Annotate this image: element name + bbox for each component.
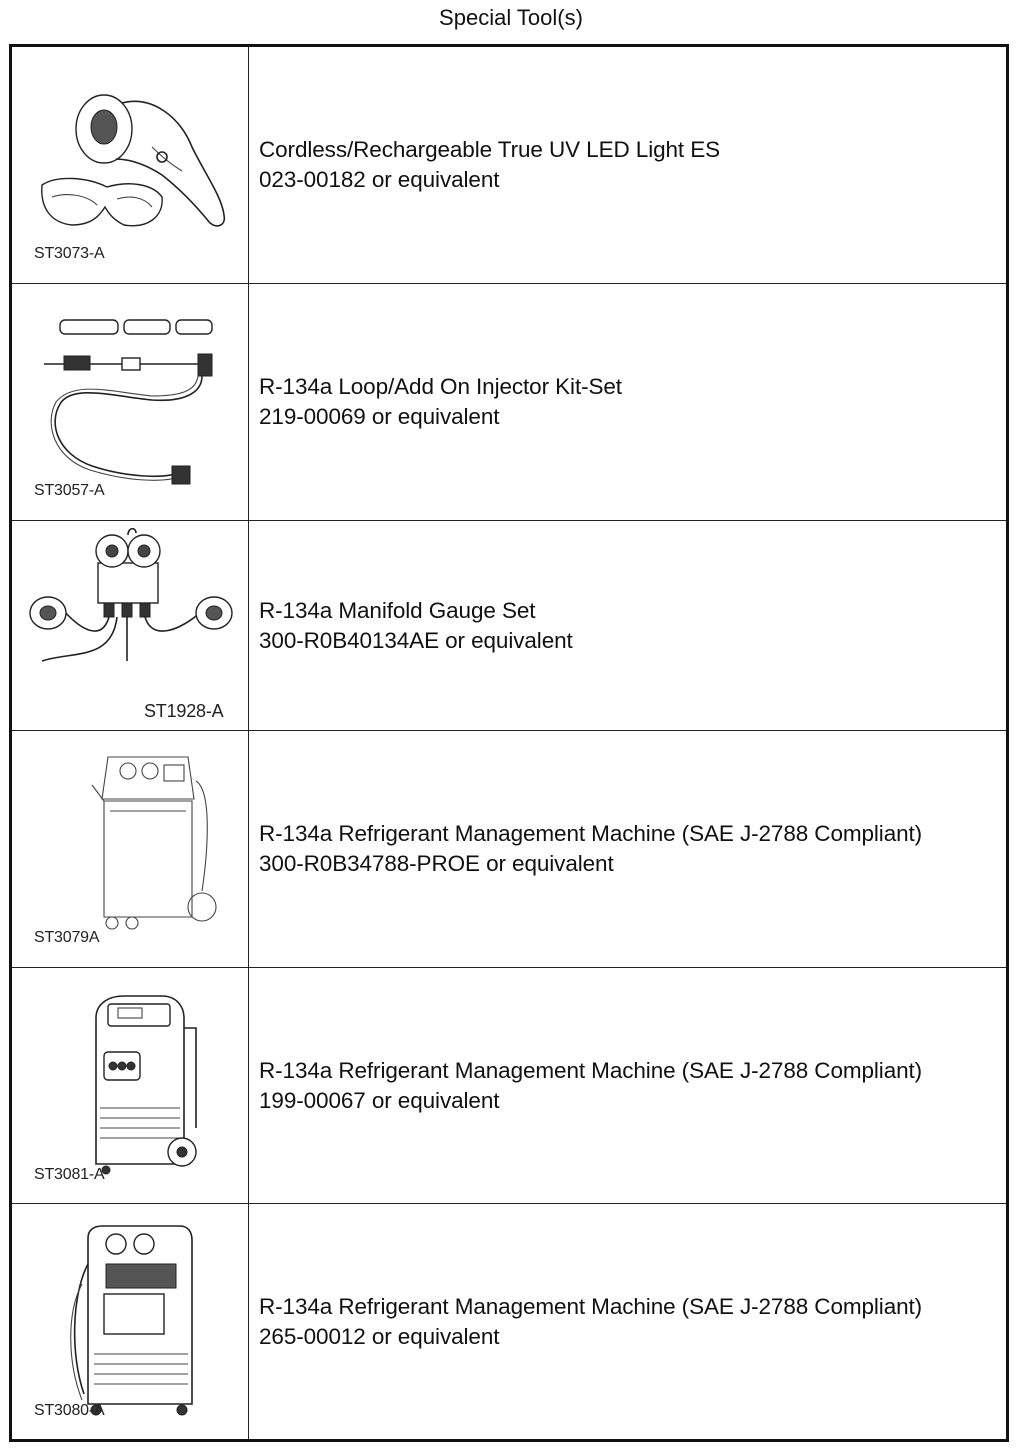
tool-code: ST1928-A [144,701,224,721]
tool-code: ST3057-A [34,482,105,499]
tool-description: R-134a Refrigerant Management Machine (S… [259,1204,1004,1439]
tool-part-number: 265-00012 or equivalent [259,1323,500,1349]
tool-description: R-134a Loop/Add On Injector Kit-Set 219-… [259,284,1004,520]
tool-description: R-134a Refrigerant Management Machine (S… [259,968,1004,1203]
tool-part-number: 300-R0B34788-PROE or equivalent [259,851,614,876]
page-title: Special Tool(s) [439,5,583,30]
refrigerant-machine-icon [70,1225,193,1416]
tool-name: R-134a Refrigerant Management Machine (S… [259,1293,923,1319]
manifold-gauge-icon [29,527,233,662]
tool-description: R-134a Refrigerant Management Machine (S… [259,731,1004,967]
tool-part-number: 219-00069 or equivalent [259,404,500,429]
injector-kit-icon [44,319,213,485]
tool-image-cell: ST3057-A [12,284,249,520]
tool-name: Cordless/Rechargeable True UV LED Light … [259,137,721,162]
table-row: ST3080-A R-134a Refrigerant Management M… [12,1204,1006,1439]
table-row: ST3081-A R-134a Refrigerant Management M… [12,968,1006,1204]
uv-light-and-glasses-icon [41,94,226,227]
tool-name: R-134a Manifold Gauge Set [259,597,536,623]
tool-image-cell: ST3073-A [12,47,249,283]
tool-image-cell: ST3081-A [12,968,249,1203]
table-row: ST3079A R-134a Refrigerant Management Ma… [12,731,1006,968]
tool-description: Cordless/Rechargeable True UV LED Light … [259,47,1004,283]
tool-name: R-134a Refrigerant Management Machine (S… [259,821,923,846]
tool-code: ST3081-A [34,1166,105,1183]
tool-image-cell: ST1928-A [12,521,249,730]
tool-code: ST3079A [34,929,100,946]
tool-name: R-134a Loop/Add On Injector Kit-Set [259,374,622,399]
tool-image-cell: ST3080-A [12,1204,249,1439]
tool-part-number: 023-00182 or equivalent [259,167,500,192]
special-tools-table: ST3073-A Cordless/Rechargeable True UV L… [9,44,1009,1442]
tool-code: ST3073-A [34,245,105,262]
tool-description: R-134a Manifold Gauge Set 300-R0B40134AE… [259,521,1004,730]
refrigerant-machine-icon [95,995,197,1175]
tool-name: R-134a Refrigerant Management Machine (S… [259,1057,923,1083]
refrigerant-machine-icon [91,756,217,930]
tool-part-number: 199-00067 or equivalent [259,1087,500,1113]
table-row: ST3057-A R-134a Loop/Add On Injector Kit… [12,284,1006,521]
tool-part-number: 300-R0B40134AE or equivalent [259,627,573,653]
table-row: ST3073-A Cordless/Rechargeable True UV L… [12,47,1006,284]
tool-code: ST3080-A [34,1402,105,1419]
table-row: ST1928-A R-134a Manifold Gauge Set 300-R… [12,521,1006,731]
tool-image-cell: ST3079A [12,731,249,967]
